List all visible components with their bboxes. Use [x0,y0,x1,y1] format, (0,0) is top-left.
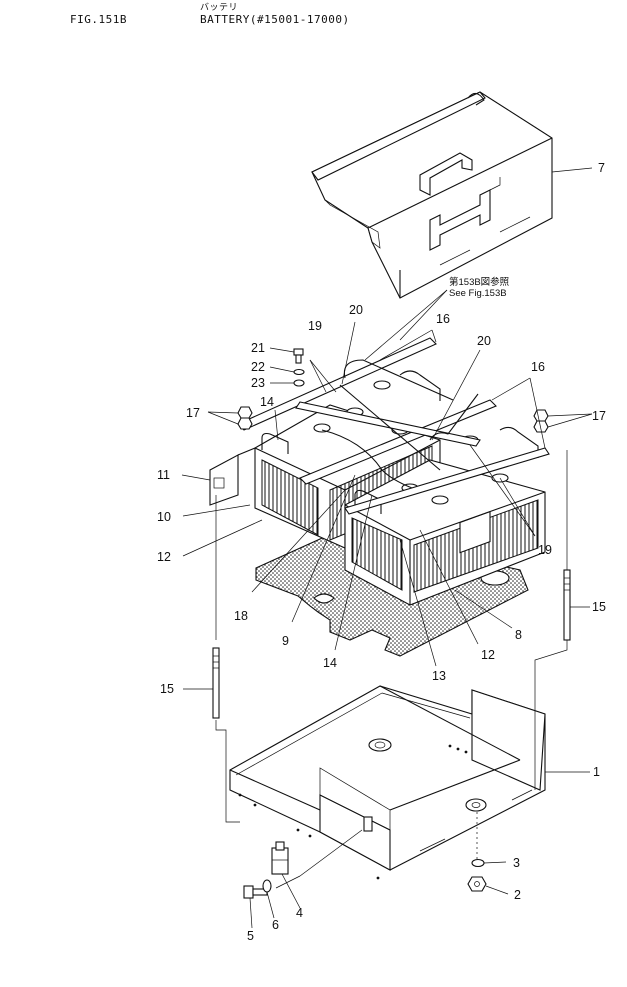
callout-9: 9 [282,634,289,648]
callout-22: 22 [251,360,265,374]
battery-cables [321,359,479,489]
callout-8: 8 [515,628,522,642]
callout-17-right: 17 [592,409,606,423]
callout-20-top: 20 [349,303,363,317]
nuts-17-left [237,406,253,430]
callout-20-right: 20 [477,334,491,348]
callout-13: 13 [432,669,446,683]
callout-19-right: 19 [538,543,552,557]
washer-23 [293,379,305,387]
hold-down-bars [237,337,550,515]
callout-18: 18 [234,609,248,623]
callout-14-bottom: 14 [323,656,337,670]
callout-17-left: 17 [186,406,200,420]
washer-22 [293,368,305,376]
callout-23: 23 [251,376,265,390]
callout-1: 1 [593,765,600,779]
callout-19-top: 19 [308,319,322,333]
callout-14-top: 14 [260,395,274,409]
callout-6: 6 [272,918,279,932]
battery-tray [229,685,546,880]
figure-number: FIG.151B [70,13,127,26]
reference-note-jp: 第153B図参照 [449,276,510,288]
diagram-title: BATTERY(#15001-17000) [200,13,350,26]
battery-cover [311,91,553,299]
subtitle-japanese: バッテリ [200,3,239,13]
callout-2: 2 [514,888,521,902]
callout-16-right: 16 [531,360,545,374]
callout-11: 11 [157,468,170,482]
assembly-guide-lines [215,450,568,889]
long-bolt-right [563,569,571,641]
leader-lines [181,167,593,929]
callout-12-left: 12 [157,550,171,564]
nut-2 [467,876,487,892]
callout-4: 4 [296,906,303,920]
clamp-4 [271,841,289,875]
callout-15-left: 15 [160,682,174,696]
callout-12-right: 12 [481,648,495,662]
callout-16-top: 16 [436,312,450,326]
washer-3 [471,858,485,868]
reference-note-en: See Fig.153B [449,288,507,299]
callout-5: 5 [247,929,254,943]
long-bolt-left [212,647,220,719]
callout-21: 21 [251,341,265,355]
callout-15-right: 15 [592,600,606,614]
bracket [209,447,256,506]
washer-6 [262,879,272,893]
callout-3: 3 [513,856,520,870]
callout-7: 7 [598,161,605,175]
bolt-21 [293,348,304,364]
callout-10: 10 [157,510,171,524]
